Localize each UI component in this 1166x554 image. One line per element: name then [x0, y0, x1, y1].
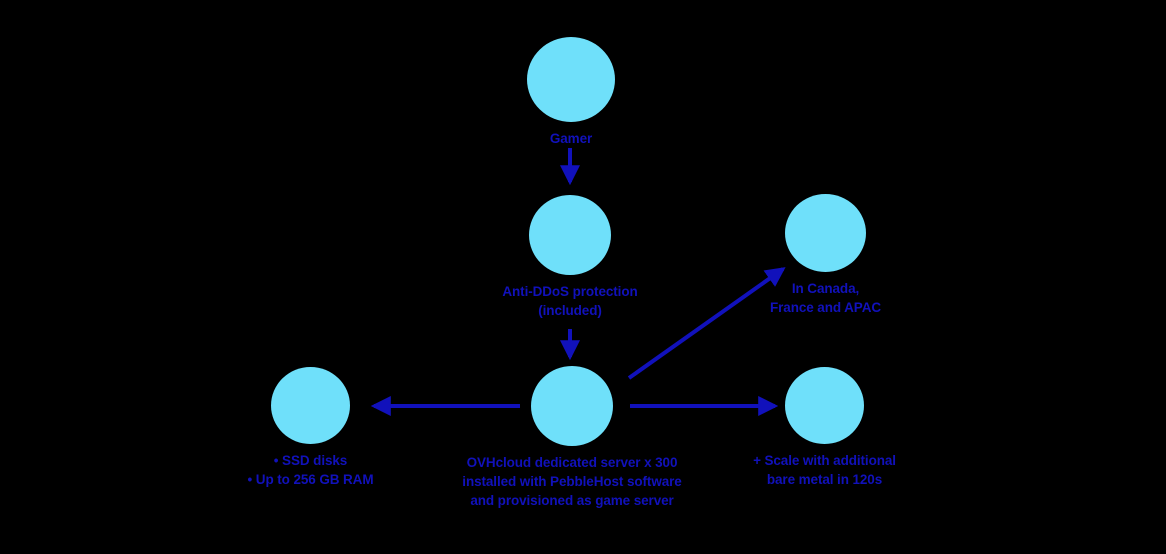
node-scale-bare-metal[interactable]: + Scale with additional bare metal in 12… — [753, 367, 896, 489]
node-anti-ddos-label: Anti-DDoS protection (included) — [502, 284, 638, 319]
node-gamer[interactable]: Gamer — [527, 37, 615, 148]
node-dedicated-server-circle — [531, 366, 613, 446]
node-regions[interactable]: In Canada, France and APAC — [770, 194, 881, 317]
node-scale-bare-metal-circle — [785, 367, 864, 444]
node-gamer-label: Gamer — [549, 131, 593, 146]
node-server-specs-circle — [271, 367, 350, 444]
node-anti-ddos-protection[interactable]: Anti-DDoS protection (included) — [502, 195, 638, 320]
node-dedicated-server[interactable]: OVHcloud dedicated server x 300 installe… — [462, 366, 682, 510]
node-scale-bare-metal-label: + Scale with additional bare metal in 12… — [753, 453, 896, 488]
node-regions-circle — [785, 194, 866, 272]
node-anti-ddos-circle — [529, 195, 611, 275]
node-dedicated-server-label: OVHcloud dedicated server x 300 installe… — [462, 455, 682, 509]
node-server-specs-label: • SSD disks • Up to 256 GB RAM — [247, 453, 374, 488]
node-regions-label: In Canada, France and APAC — [769, 281, 882, 316]
node-gamer-circle — [527, 37, 615, 122]
node-server-specs[interactable]: • SSD disks • Up to 256 GB RAM — [248, 367, 374, 489]
